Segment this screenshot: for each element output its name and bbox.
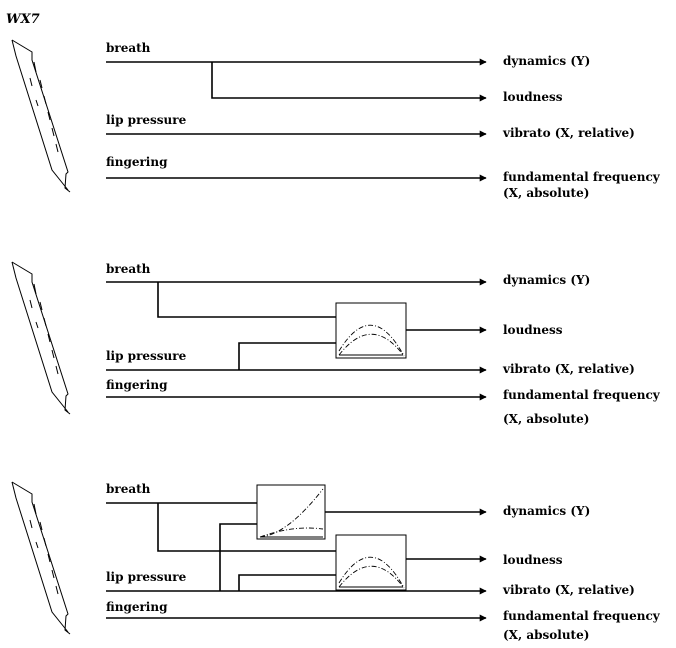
panel-3: breath dynamics (Y) loudness lip pressur… [11, 481, 661, 642]
panel-2: breath dynamics (Y) loudness lip pressur… [11, 261, 661, 426]
output-label-fundamental: fundamental frequency [503, 609, 661, 623]
output-label-loudness: loudness [503, 553, 563, 567]
curve-box-icon [335, 534, 407, 591]
input-label-fingering: fingering [106, 378, 168, 392]
output-label-vibrato: vibrato (X, relative) [502, 583, 635, 597]
output-label-loudness: loudness [503, 90, 563, 104]
curve-box-icon [256, 484, 326, 540]
breath-to-curve-line [157, 282, 336, 318]
output-label-fundamental: fundamental frequency [503, 170, 661, 184]
wind-controller-icon [11, 481, 71, 635]
lip-to-curve-a-line [219, 523, 257, 591]
curve-box-icon [335, 302, 407, 359]
breath-to-curve-b-line [157, 503, 336, 552]
wind-controller-icon [11, 39, 71, 193]
input-label-breath: breath [106, 482, 151, 496]
output-label-fundamental-sub: (X, absolute) [503, 628, 589, 642]
output-label-dynamics: dynamics (Y) [503, 54, 590, 68]
input-label-fingering: fingering [106, 600, 168, 614]
input-label-breath: breath [106, 41, 151, 55]
input-label-breath: breath [106, 262, 151, 276]
output-label-fundamental: fundamental frequency [503, 388, 661, 402]
input-label-lip-pressure: lip pressure [106, 349, 187, 363]
breath-to-loudness-line [211, 62, 487, 102]
output-label-dynamics: dynamics (Y) [503, 504, 590, 518]
output-label-loudness: loudness [503, 323, 563, 337]
output-label-vibrato: vibrato (X, relative) [502, 362, 635, 376]
output-label-fundamental-sub: (X, absolute) [503, 186, 589, 200]
output-label-fundamental-sub: (X, absolute) [503, 412, 589, 426]
output-label-vibrato: vibrato (X, relative) [502, 126, 635, 140]
lip-to-curve-line [238, 342, 336, 370]
output-label-dynamics: dynamics (Y) [503, 273, 590, 287]
input-label-lip-pressure: lip pressure [106, 570, 187, 584]
input-label-fingering: fingering [106, 155, 168, 169]
input-label-lip-pressure: lip pressure [106, 113, 187, 127]
diagram-title: WX7 [6, 12, 40, 27]
panel-1: breath dynamics (Y) loudness lip pressur… [11, 39, 661, 200]
wind-controller-icon [11, 261, 71, 415]
lip-to-curve-b-line [238, 574, 336, 591]
